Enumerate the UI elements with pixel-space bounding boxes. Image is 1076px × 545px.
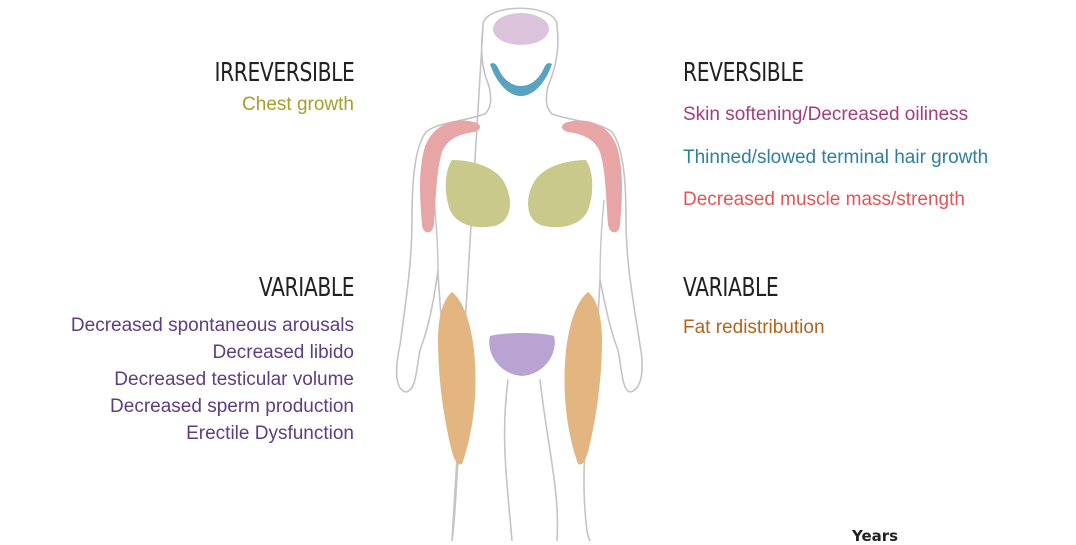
reversible-item: Decreased muscle mass/strength: [683, 190, 965, 209]
variable-left-item: Erectile Dysfunction: [186, 424, 354, 443]
variable-left-heading: VARIABLE: [259, 273, 354, 303]
variable-left-item: Decreased sperm production: [110, 397, 354, 416]
left-hip-region: [438, 292, 476, 465]
irreversible-item: Chest growth: [242, 95, 354, 114]
right-hip-region: [565, 292, 603, 465]
reversible-heading: REVERSIBLE: [683, 58, 804, 88]
left-chest-region: [446, 160, 510, 227]
variable-right-heading: VARIABLE: [683, 273, 778, 303]
variable-left-item: Decreased testicular volume: [114, 370, 354, 389]
jaw-region: [490, 63, 552, 96]
reversible-item: Skin softening/Decreased oiliness: [683, 105, 968, 124]
years-label: Years: [852, 527, 898, 545]
variable-right-item: Fat redistribution: [683, 318, 825, 337]
groin-region: [489, 333, 555, 376]
reversible-item: Thinned/slowed terminal hair growth: [683, 148, 988, 167]
variable-left-item: Decreased spontaneous arousals: [71, 316, 354, 335]
scalp-region: [493, 13, 549, 45]
right-chest-region: [528, 160, 592, 227]
variable-left-item: Decreased libido: [212, 343, 354, 362]
irreversible-heading: IRREVERSIBLE: [214, 58, 354, 88]
